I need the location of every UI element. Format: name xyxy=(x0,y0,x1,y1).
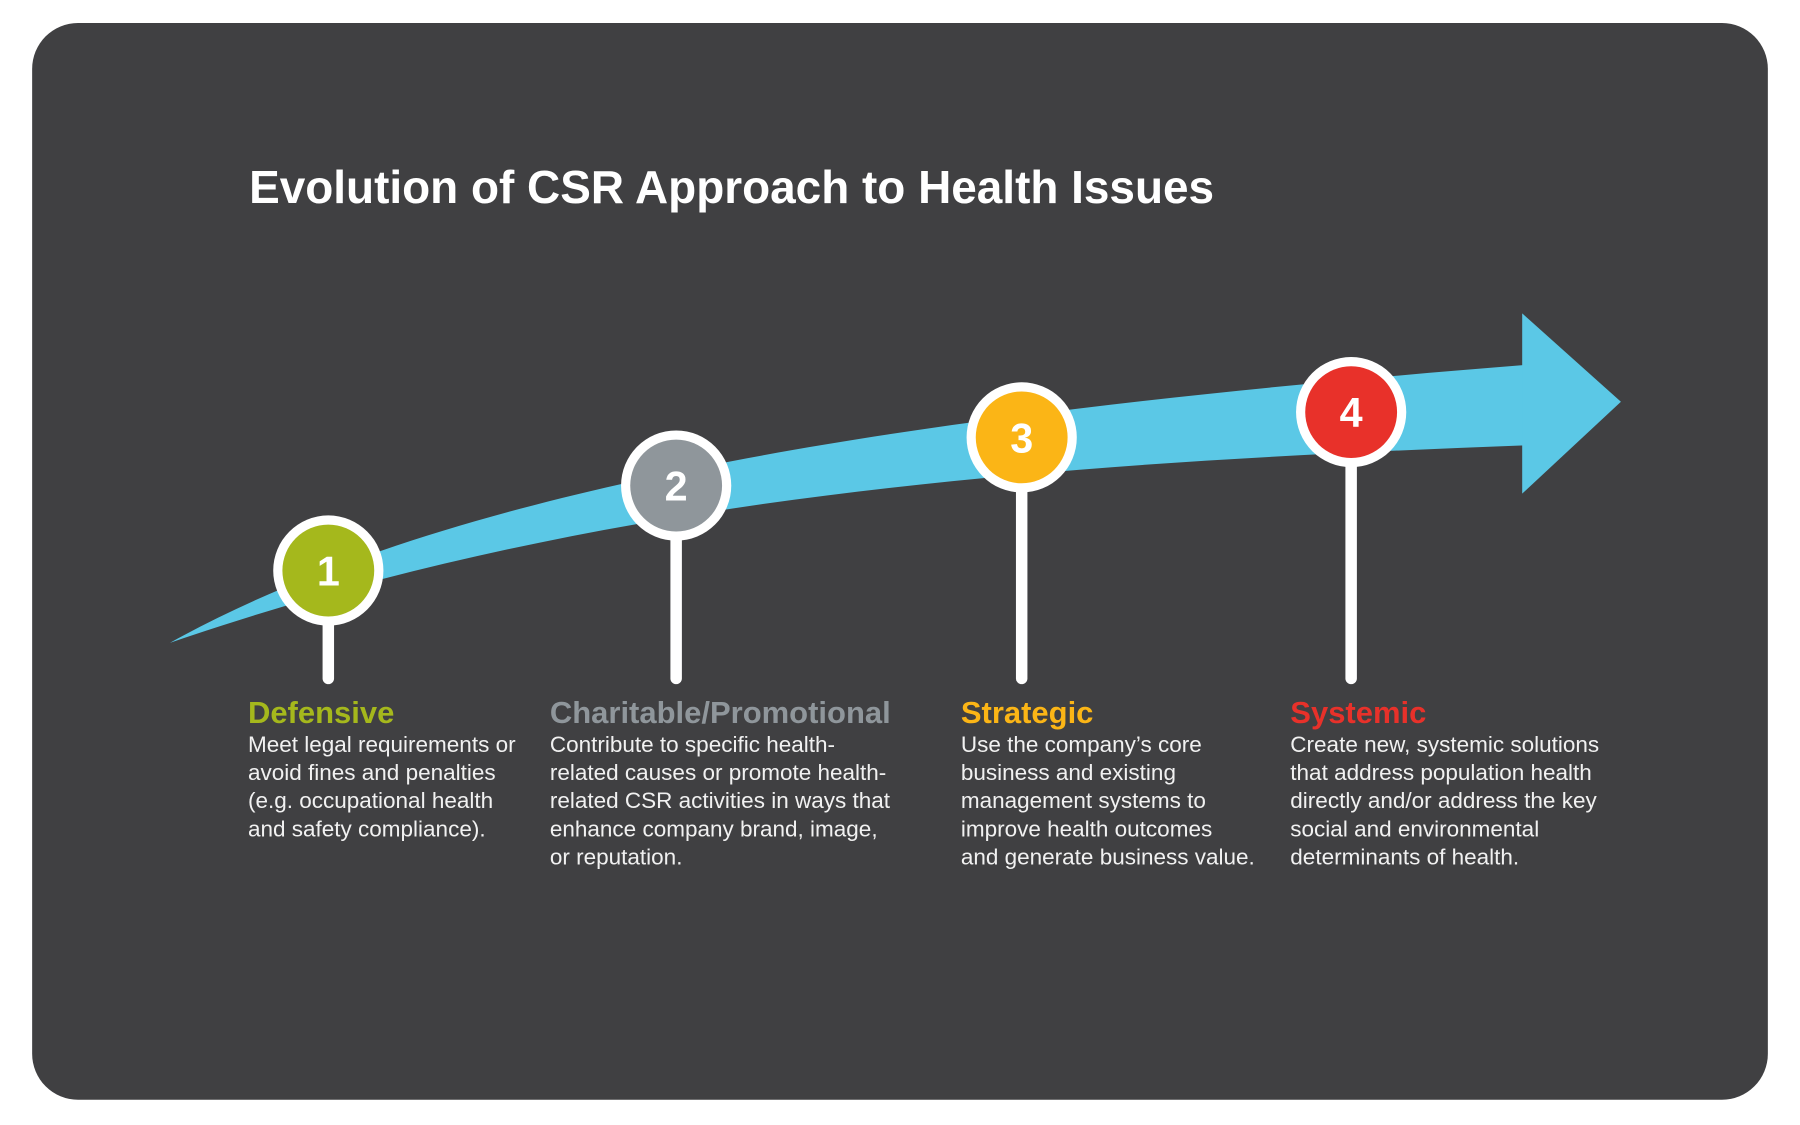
stage-description: Use the company’s core business and exis… xyxy=(961,732,1255,870)
stage-description: Contribute to specific health- related c… xyxy=(550,732,896,870)
stage-description: Meet legal requirements or avoid fines a… xyxy=(248,732,522,841)
arrow-body xyxy=(169,365,1525,643)
stage-number: 4 xyxy=(1340,390,1363,436)
stage-stem xyxy=(322,608,335,685)
stage-heading: Defensive xyxy=(248,695,394,730)
stage-stem xyxy=(670,522,682,685)
stage-marker xyxy=(1305,366,1398,459)
stage-heading: Charitable/Promotional xyxy=(550,695,891,730)
stage-marker xyxy=(975,391,1068,484)
page-title: Evolution of CSR Approach to Health Issu… xyxy=(249,161,1214,213)
stage-defensive: 1 Defensive Meet legal requirements or a… xyxy=(248,515,522,841)
stage-heading: Strategic xyxy=(961,695,1094,730)
stage-heading: Systemic xyxy=(1290,695,1426,730)
background-panel xyxy=(32,22,1768,1100)
progress-arrow xyxy=(169,313,1621,643)
stage-stem xyxy=(1345,448,1357,685)
stage-systemic: 4 Systemic Create new, systemic solution… xyxy=(1290,357,1605,870)
arrowhead-icon xyxy=(1522,313,1621,494)
stage-number: 3 xyxy=(1010,415,1033,461)
stage-stem xyxy=(1015,474,1028,685)
stage-marker xyxy=(630,439,723,532)
stage-charitable-promotional: 2 Charitable/Promotional Contribute to s… xyxy=(550,430,896,870)
stage-number: 1 xyxy=(317,548,340,594)
stage-marker xyxy=(282,524,375,617)
stage-strategic: 3 Strategic Use the company’s core busin… xyxy=(961,382,1255,869)
stage-description: Create new, systemic solutions that addr… xyxy=(1290,732,1605,870)
stage-number: 2 xyxy=(665,464,688,510)
